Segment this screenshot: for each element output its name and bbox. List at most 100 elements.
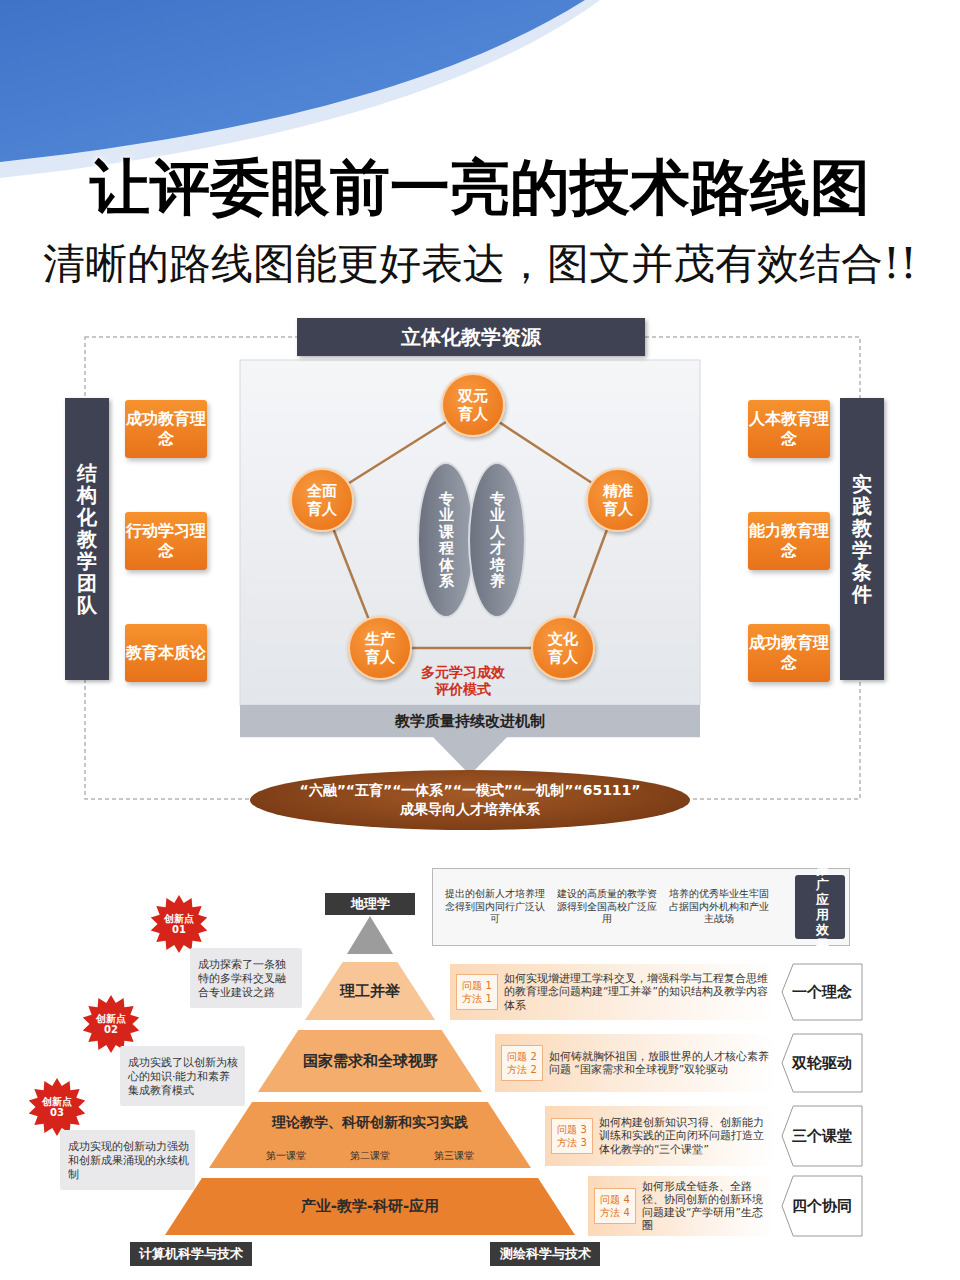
problem-row: 如何铸就胸怀祖国，放眼世界的人才核心素养问题 “国家需求和全球视野”双轮驱动问题… [495,1034,775,1092]
star-fill [83,995,139,1053]
concept-box: 成功教育理念 [748,624,830,682]
problem-row: 如何实现增进理工学科交叉，增强科学与工程复合思维的教育理念问题构建“理工并举”的… [450,964,775,1020]
callout-box: 成功实现的创新动力强劲和创新成果涌现的永续机制 [60,1130,195,1190]
node-text: 培养的优秀毕业生牢固占据国内外机构和产业主战场 [663,888,775,927]
concept-box: 成功教育理念 [125,400,207,458]
arrow-label: 四个协同 [782,1176,862,1236]
caption: 清晰的路线图能更好表达，图文并茂有效结合!! [0,236,960,292]
connector-line [334,530,369,618]
node-text: 问题 2 方法 2 [505,1050,539,1076]
starburst: 创新点 02 [82,995,140,1053]
problem-tag: 问题 4 方法 4 [594,1188,636,1224]
connector [412,648,531,649]
callout-box: 成功实践了以创新为核心的知识·能力和素养集成教育模式 [120,1046,245,1106]
header-bar: 立体化教学资源 [297,318,645,356]
node-text: 结构化教学团队 [77,462,97,616]
node-text: 第二课堂 [350,1149,390,1163]
label-box: 测绘科学与技术 [490,1242,600,1266]
node-text: 双轮驱动 [792,1054,852,1073]
node-text: 第三课堂 [434,1149,474,1163]
arrow-label: 三个课堂 [782,1106,862,1166]
node-text: 问题 3 方法 3 [555,1123,589,1149]
side-bar: 结构化教学团队 [65,398,109,680]
chev-fill [782,1106,862,1166]
title: 让评委眼前一亮的技术路线图 [0,148,960,229]
callout-box: 成功探索了一条独特的多学科交叉融合专业建设之路 [190,948,302,1008]
swoosh-light [0,0,600,178]
circle-node: 精准育人 [586,468,650,532]
problem-row: 如何构建创新知识习得、创新能力训练和实践的正向闭环问题打造立体化教学的“三个课堂… [545,1106,775,1166]
node-text: 成功教育理念 [126,409,206,449]
node-text: 生产育人 [364,630,397,666]
concept-box: 教育本质论 [125,624,207,682]
node-text: 推广应用效果 [812,862,829,953]
node-text: 创新点 03 [40,1096,74,1118]
center-panel [240,360,700,705]
node-text: 教学质量持续改进机制 [395,712,545,731]
node-text: 一个理念 [792,983,852,1002]
node-text: 成功教育理念 [749,633,829,673]
pyramid-level: 理论教学、科研创新和实习实践第一课堂第二课堂第三课堂 [209,1102,531,1168]
node-text: 如何构建创新知识习得、创新能力训练和实践的正向闭环问题打造立体化教学的“三个课堂… [599,1116,769,1155]
band-fill [240,705,700,775]
node-text: 三个课堂 [792,1127,852,1146]
oval-node: 专业课程体系 [417,462,475,618]
node-text: 提出的创新人才培养理念得到国内同行广泛认可 [439,888,551,927]
pyramid-level: 产业-教学-科研-应用 [165,1178,575,1235]
node-text: 全面育人 [306,482,339,518]
node-text: 地理学 [351,895,390,913]
trap-fill [258,1030,482,1092]
node-text: 理工并举 [340,982,400,1001]
node-text: 四个协同 [792,1197,852,1216]
result-ellipse: “六融”“五育”“一体系”“一模式”“一机制”“65111”成果导向人才培养体系 [250,770,690,830]
swoosh [0,0,585,162]
node-text: 创新点 01 [162,913,196,935]
node-text: 如何铸就胸怀祖国，放眼世界的人才核心素养问题 “国家需求和全球视野”双轮驱动 [549,1050,769,1076]
problem-tag: 问题 3 方法 3 [551,1118,593,1154]
effect-tag: 推广应用效果 [795,875,845,939]
label-box: 地理学 [325,893,415,915]
oval-node: 专业人才培养 [468,462,526,618]
node-text: 创新点 02 [94,1013,128,1035]
concept-box: 人本教育理念 [748,400,830,458]
star-fill [29,1078,85,1136]
note-label: 多元学习成效评价模式 [420,664,507,698]
node-text: 产业-教学-科研-应用 [301,1197,440,1216]
circle-node: 生产育人 [348,616,412,680]
circle-node: 文化育人 [531,616,595,680]
node-text: 成功实践了以创新为核心的知识·能力和素养集成教育模式 [128,1056,239,1099]
trap-fill [165,1178,575,1235]
node-text: 国家需求和全球视野 [303,1052,438,1071]
pyramid-level: 理工并举 [305,962,435,1020]
connector-line [500,423,591,483]
concept-box: 能力教育理念 [748,512,830,570]
starburst: 创新点 03 [28,1078,86,1136]
node-text: 人本教育理念 [749,409,829,449]
node-text: 行动学习理念 [126,521,206,561]
node-text: 成果导向人才培养体系 [400,800,540,819]
dashed-frame [85,337,860,799]
effect-box: 提出的创新人才培养理念得到国内同行广泛认可建设的高质量的教学资源得到全国高校广泛… [432,868,850,946]
node-text: 计算机科学与技术 [139,1245,243,1263]
node-text: “六融”“五育”“一体系”“一模式”“一机制”“65111” [299,781,640,800]
connector-line [574,530,607,618]
concept-box: 行动学习理念 [125,512,207,570]
arrow-label: 一个理念 [782,964,862,1020]
node-text: 第一课堂 [266,1149,306,1163]
node-text: 建设的高质量的教学资源得到全国高校广泛应用 [551,888,663,927]
trap-fill [305,962,435,1020]
circle-node: 全面育人 [290,468,354,532]
trap-fill [209,1102,531,1168]
node-text: 教育本质论 [126,643,206,663]
node-text: 立体化教学资源 [401,324,541,351]
node-text: 双元育人 [457,387,490,423]
chev-fill [782,1176,862,1236]
problem-tag: 问题 2 方法 2 [501,1045,543,1081]
node-text: 问题 4 方法 4 [598,1193,632,1219]
node-text: 如何形成全链条、全路径、协同创新的创新环境问题建设“产学研用”生态圈 [642,1180,769,1233]
problem-tag: 问题 1 方法 1 [456,974,498,1010]
chev-fill [782,1034,862,1092]
connector [574,530,607,618]
node-text: 成功实现的创新动力强劲和创新成果涌现的永续机制 [68,1140,189,1183]
